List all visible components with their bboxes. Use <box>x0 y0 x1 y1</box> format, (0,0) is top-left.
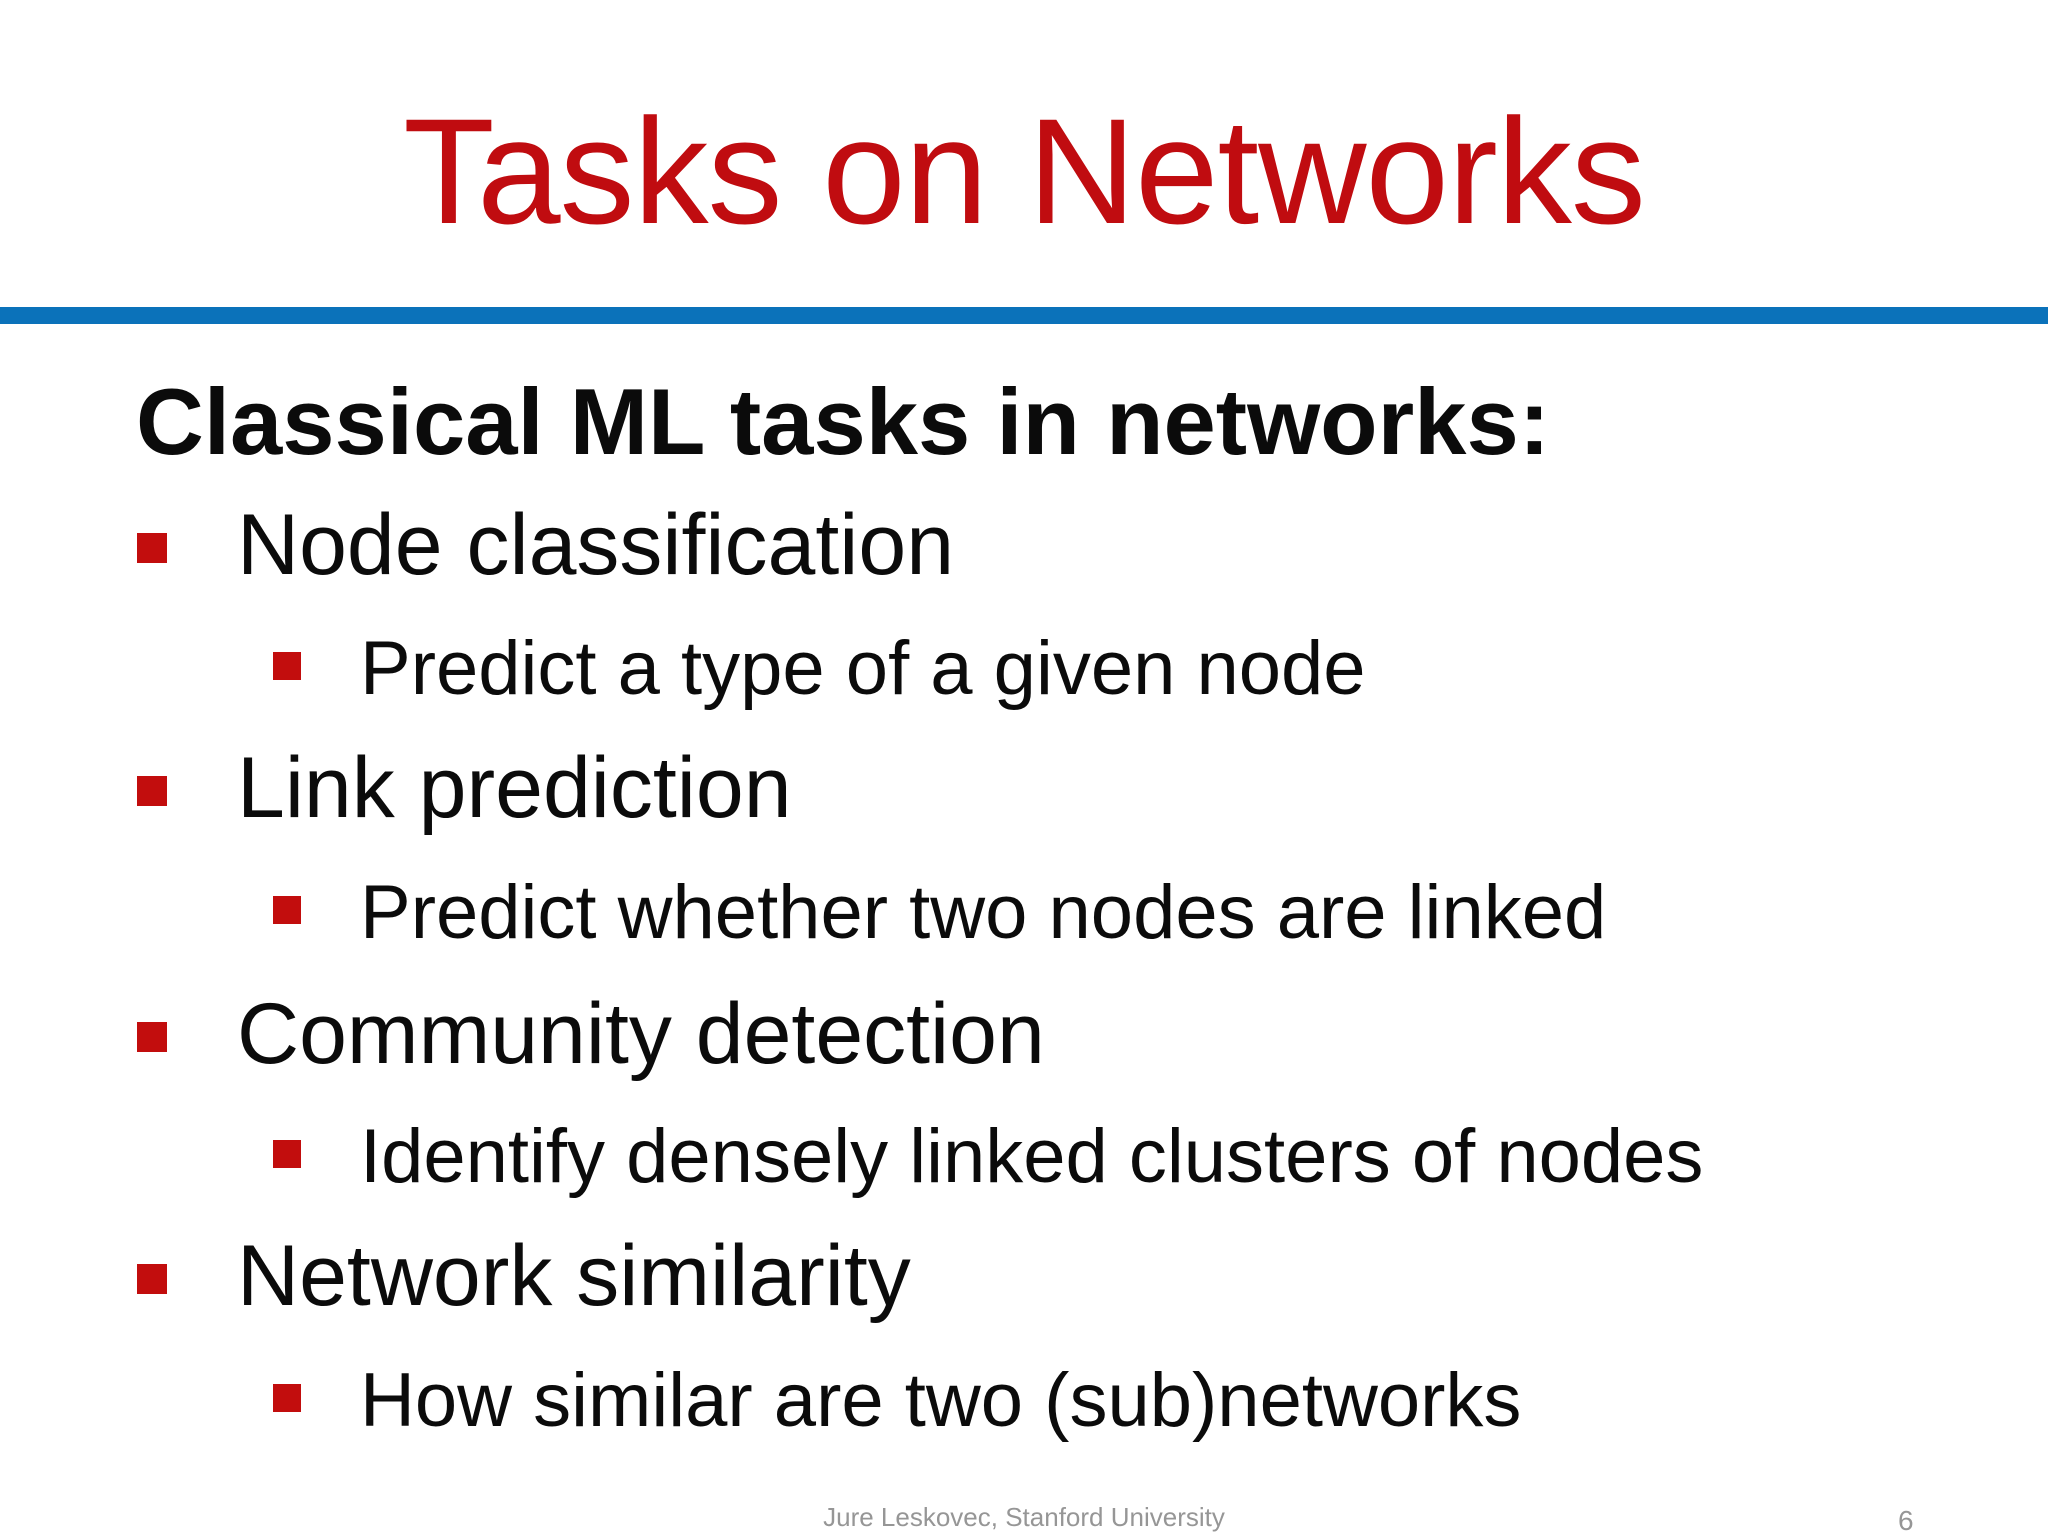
bullet-square-icon <box>137 1022 167 1052</box>
section-heading: Classical ML tasks in networks: <box>136 369 1551 474</box>
bullet-square-icon <box>273 652 301 680</box>
divider-rule <box>0 307 2048 324</box>
sub-bullet-item-community-detection: Identify densely linked clusters of node… <box>273 1119 1703 1195</box>
sub-bullet-item-link-prediction: Predict whether two nodes are linked <box>273 875 1606 951</box>
page-number: 6 <box>1898 1505 1914 1536</box>
slide-title: Tasks on Networks <box>403 87 1646 255</box>
sub-bullet-label: Identify densely linked clusters of node… <box>360 1114 1704 1199</box>
bullet-square-icon <box>273 1384 301 1412</box>
bullet-label: Community detection <box>237 986 1045 1082</box>
bullet-label: Link prediction <box>237 740 792 836</box>
bullet-square-icon <box>137 533 167 563</box>
sub-bullet-label: Predict a type of a given node <box>360 626 1366 711</box>
bullet-item-link-prediction: Link prediction <box>137 745 792 831</box>
bullet-square-icon <box>137 1264 167 1294</box>
bullet-label: Node classification <box>237 497 955 593</box>
sub-bullet-label: How similar are two (sub)networks <box>360 1358 1522 1443</box>
bullet-square-icon <box>273 896 301 924</box>
sub-bullet-label: Predict whether two nodes are linked <box>360 870 1607 955</box>
bullet-item-network-similarity: Network similarity <box>137 1233 911 1319</box>
bullet-square-icon <box>273 1140 301 1168</box>
sub-bullet-item-network-similarity: How similar are two (sub)networks <box>273 1363 1521 1439</box>
bullet-item-community-detection: Community detection <box>137 991 1045 1077</box>
bullet-item-node-classification: Node classification <box>137 502 954 588</box>
sub-bullet-item-node-classification: Predict a type of a given node <box>273 631 1366 707</box>
bullet-label: Network similarity <box>237 1228 911 1324</box>
footer-credit: Jure Leskovec, Stanford University <box>823 1502 1225 1532</box>
bullet-square-icon <box>137 776 167 806</box>
